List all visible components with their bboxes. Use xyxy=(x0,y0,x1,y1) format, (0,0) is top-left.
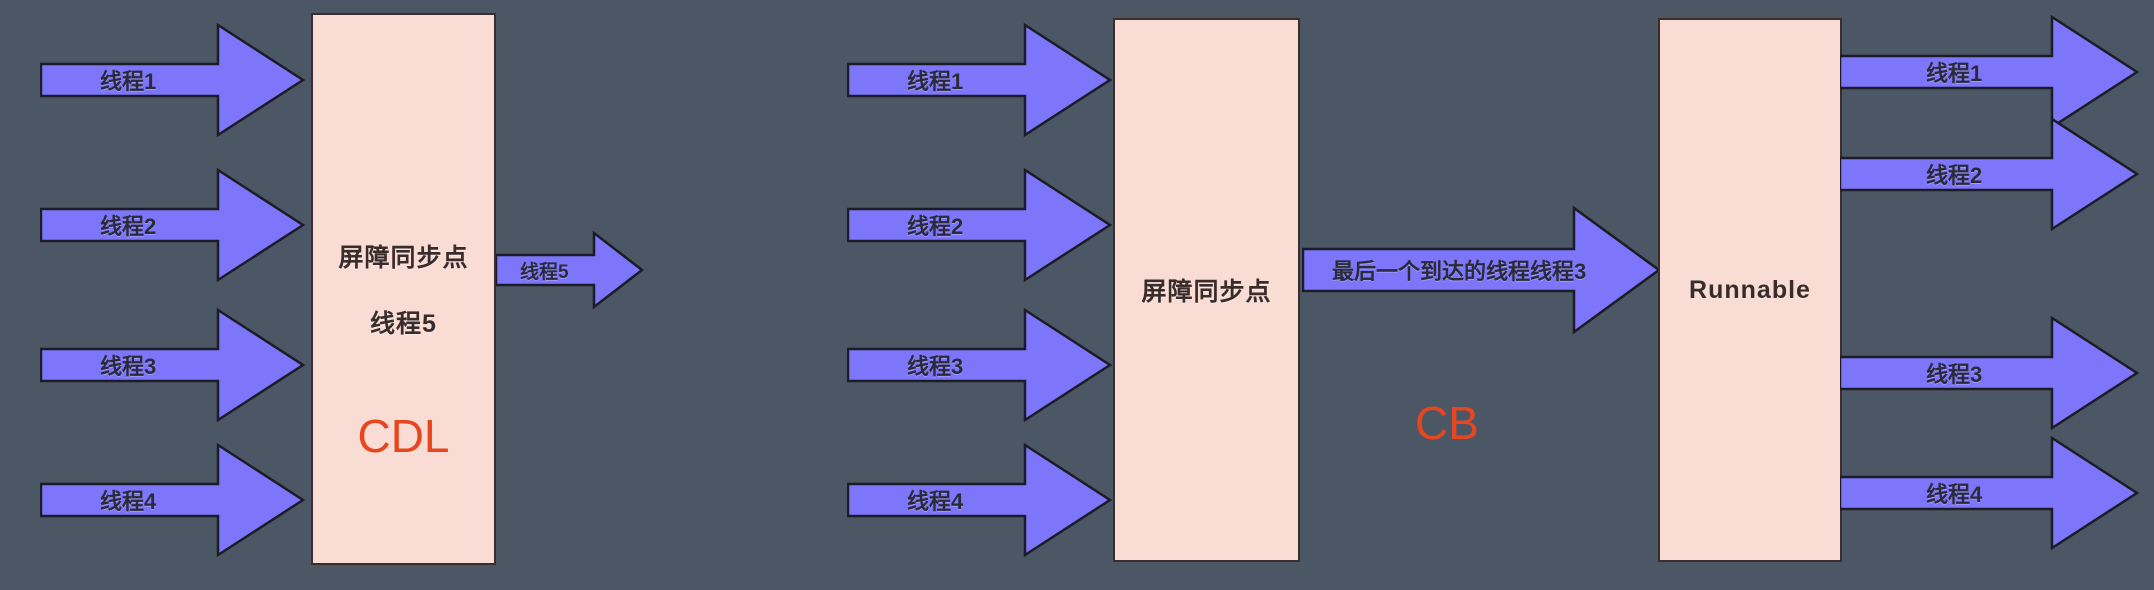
arrow-cdl-input-2: 线程2 xyxy=(40,167,306,283)
arrow-cb-output-1: 线程1 xyxy=(1840,14,2140,130)
arrow-cdl-input-1: 线程1 xyxy=(40,22,306,138)
arrow-cb-transition: 最后一个到达的线程线程3 xyxy=(1302,205,1662,335)
cb-barrier-title: 屏障同步点 xyxy=(1141,278,1272,306)
arrow-cb-input-3: 线程3 xyxy=(847,307,1113,423)
cdl-barrier-box: 屏障同步点 线程5 CDL xyxy=(311,13,496,565)
runnable-box: Runnable xyxy=(1658,18,1842,562)
cdl-barrier-subtitle: 线程5 xyxy=(370,310,437,338)
arrow-cb-input-1: 线程1 xyxy=(847,22,1113,138)
arrow-cb-input-2: 线程2 xyxy=(847,167,1113,283)
arrow-cdl-input-4: 线程4 xyxy=(40,442,306,558)
arrow-cdl-input-3: 线程3 xyxy=(40,307,306,423)
cdl-barrier-title: 屏障同步点 xyxy=(338,244,469,272)
cb-tag: CB xyxy=(1415,397,1479,449)
arrow-cb-output-3: 线程3 xyxy=(1840,315,2140,431)
cb-barrier-box: 屏障同步点 xyxy=(1113,18,1300,562)
arrow-cb-output-2: 线程2 xyxy=(1840,116,2140,232)
arrow-cb-input-4: 线程4 xyxy=(847,442,1113,558)
arrow-cb-output-4: 线程4 xyxy=(1840,435,2140,551)
cdl-tag: CDL xyxy=(357,410,450,462)
runnable-title: Runnable xyxy=(1689,275,1811,304)
arrow-cdl-output: 线程5 xyxy=(496,230,644,310)
